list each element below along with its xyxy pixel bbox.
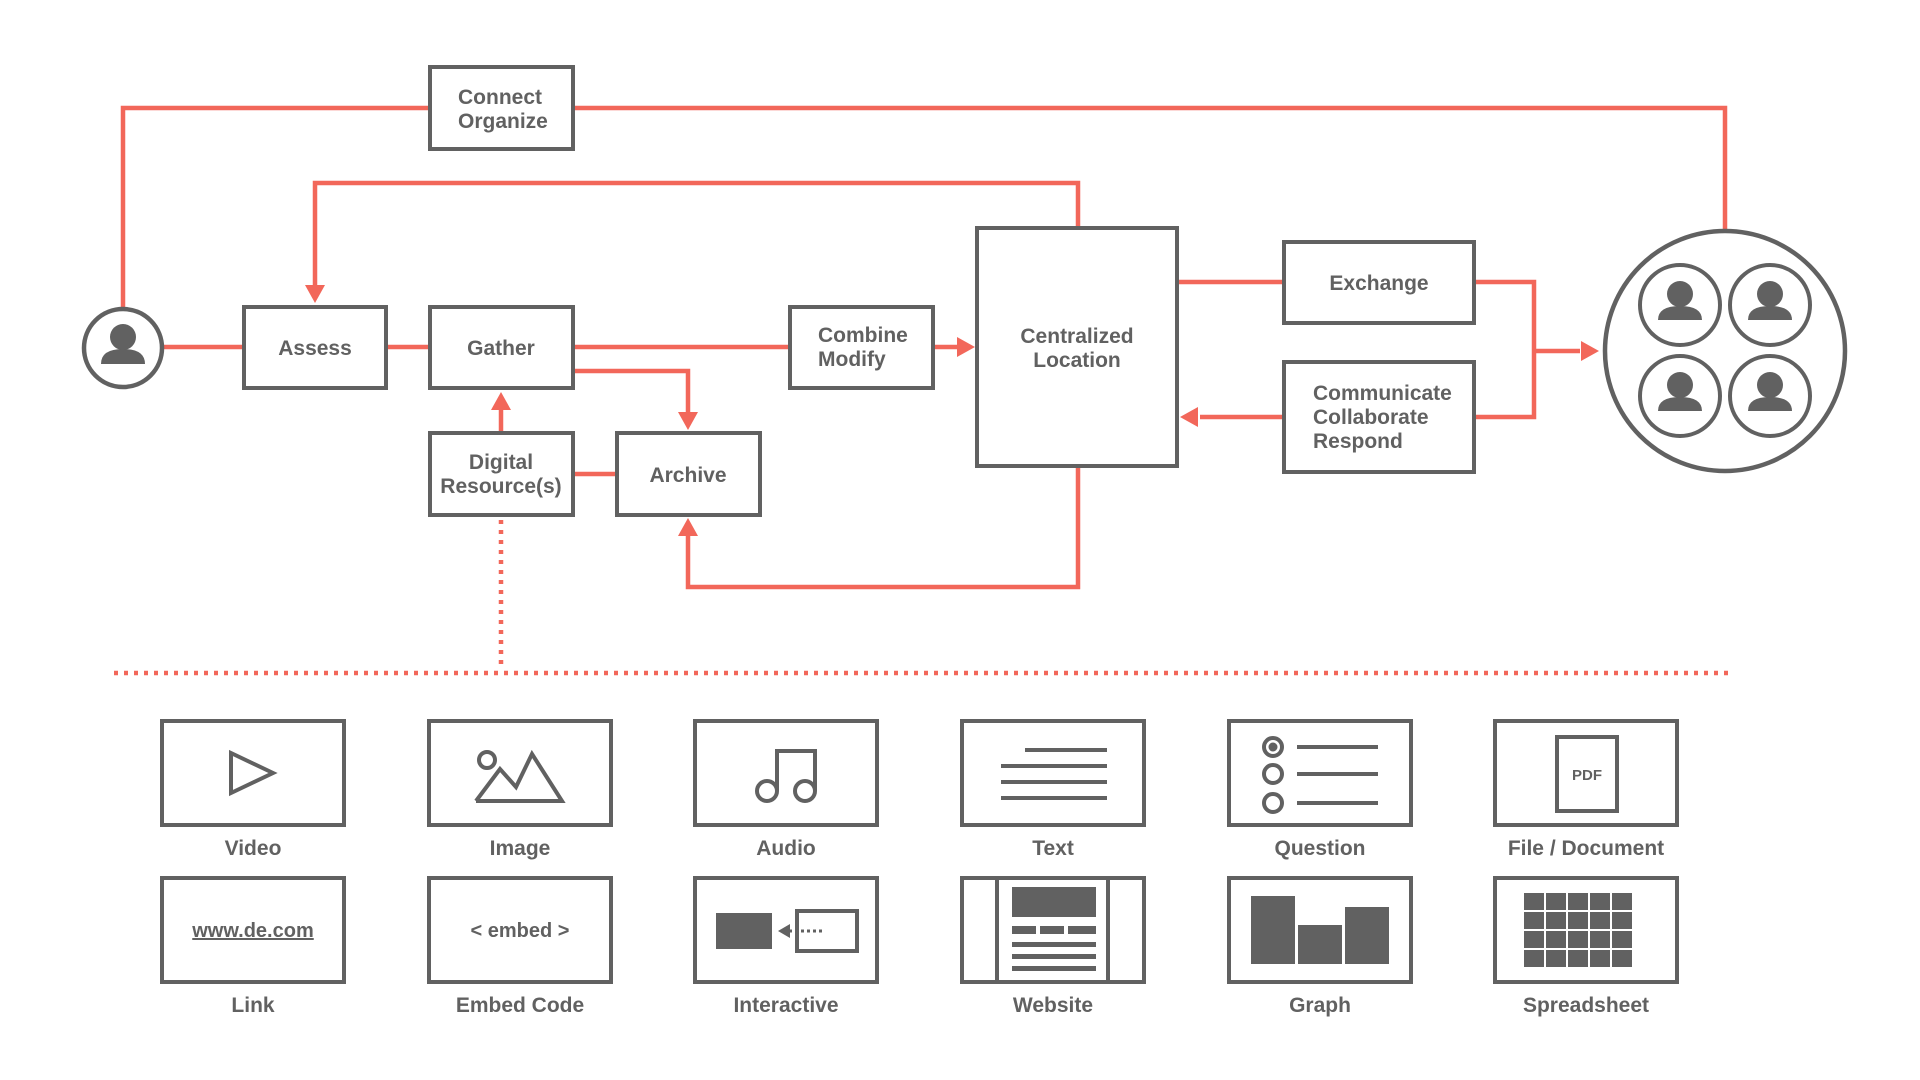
svg-text:Location: Location xyxy=(1033,349,1121,372)
radio-list-icon xyxy=(1262,736,1378,814)
spreadsheet-cell xyxy=(1524,893,1544,910)
svg-text:Spreadsheet: Spreadsheet xyxy=(1523,994,1649,1017)
svg-text:Digital: Digital xyxy=(469,451,533,474)
svg-text:Image: Image xyxy=(490,837,551,860)
group-member-icon xyxy=(1728,354,1812,438)
svg-text:Assess: Assess xyxy=(278,337,352,360)
combine-modify-box: Combine Modify xyxy=(788,305,935,390)
svg-text:Centralized: Centralized xyxy=(1020,325,1133,348)
group-member-icon xyxy=(1638,354,1722,438)
interactive-icon xyxy=(716,909,859,953)
pdf-icon: PDF xyxy=(1555,735,1619,813)
spreadsheet-icon xyxy=(1524,893,1632,967)
resource-website: Website xyxy=(960,876,1146,1017)
resource-graph: Graph xyxy=(1227,876,1413,1017)
arrowheads xyxy=(305,285,1599,536)
digital-resources-box: Digital Resource(s) xyxy=(428,431,575,517)
svg-text:File / Document: File / Document xyxy=(1508,837,1664,860)
exchange-box: Exchange xyxy=(1282,240,1476,325)
resource-embed-code: < embed > Embed Code xyxy=(427,876,613,1017)
spreadsheet-cell xyxy=(1612,931,1632,948)
svg-text:Exchange: Exchange xyxy=(1329,272,1428,295)
svg-text:Archive: Archive xyxy=(649,464,726,487)
spreadsheet-cell xyxy=(1546,931,1566,948)
spreadsheet-cell xyxy=(1524,950,1544,967)
resource-video: Video xyxy=(160,719,346,860)
svg-text:Organize: Organize xyxy=(458,110,548,133)
resource-file-document: PDF File / Document xyxy=(1493,719,1679,860)
spreadsheet-cell xyxy=(1546,950,1566,967)
resource-question: Question xyxy=(1227,719,1413,860)
svg-text:Resource(s): Resource(s) xyxy=(440,475,561,498)
svg-text:Respond: Respond xyxy=(1313,430,1403,453)
website-icon xyxy=(995,878,1110,982)
gather-box: Gather xyxy=(428,305,575,390)
resource-audio: Audio xyxy=(693,719,879,860)
spreadsheet-cell xyxy=(1546,893,1566,910)
svg-text:Connect: Connect xyxy=(458,86,542,109)
embed-text-icon: < embed > xyxy=(471,920,570,942)
centralized-location-box: Centralized Location xyxy=(975,226,1179,468)
group-member-icon xyxy=(1728,263,1812,347)
svg-text:Graph: Graph xyxy=(1289,994,1351,1017)
spreadsheet-cell xyxy=(1590,931,1610,948)
resource-spreadsheet: Spreadsheet xyxy=(1493,876,1679,1017)
spreadsheet-cell xyxy=(1612,912,1632,929)
resource-interactive: Interactive xyxy=(693,876,879,1017)
svg-text:Embed Code: Embed Code xyxy=(456,994,584,1017)
spreadsheet-cell xyxy=(1568,893,1588,910)
group-member-icon xyxy=(1638,263,1722,347)
resource-text: Text xyxy=(960,719,1146,860)
text-lines-icon xyxy=(1001,748,1107,800)
svg-text:PDF: PDF xyxy=(1572,767,1602,784)
spreadsheet-cell xyxy=(1612,950,1632,967)
connect-organize-box: Connect Organize xyxy=(428,65,575,151)
music-note-icon xyxy=(755,749,817,803)
assess-box: Assess xyxy=(242,305,388,390)
spreadsheet-cell xyxy=(1590,893,1610,910)
svg-text:Link: Link xyxy=(231,994,274,1017)
spreadsheet-cell xyxy=(1546,912,1566,929)
spreadsheet-cell xyxy=(1524,912,1544,929)
svg-text:Modify: Modify xyxy=(818,348,886,371)
svg-text:Website: Website xyxy=(1013,994,1093,1017)
spreadsheet-cell xyxy=(1568,931,1588,948)
resource-image: Image xyxy=(427,719,613,860)
image-icon xyxy=(474,749,566,803)
spreadsheet-cell xyxy=(1568,912,1588,929)
svg-text:Audio: Audio xyxy=(756,837,815,860)
spreadsheet-cell xyxy=(1568,950,1588,967)
connector-lines xyxy=(114,105,1728,676)
svg-text:Video: Video xyxy=(225,837,282,860)
svg-text:Text: Text xyxy=(1032,837,1074,860)
play-icon xyxy=(229,749,278,797)
user-group-icon xyxy=(1602,228,1848,474)
svg-text:Collaborate: Collaborate xyxy=(1313,406,1429,429)
spreadsheet-cell xyxy=(1590,912,1610,929)
svg-text:Gather: Gather xyxy=(467,337,535,360)
spreadsheet-cell xyxy=(1590,950,1610,967)
svg-text:Question: Question xyxy=(1274,837,1365,860)
bar-graph-icon xyxy=(1251,896,1389,964)
spreadsheet-cell xyxy=(1612,893,1632,910)
spreadsheet-cell xyxy=(1524,931,1544,948)
link-text-icon: www.de.com xyxy=(191,920,314,942)
resource-link: www.de.com Link xyxy=(160,876,346,1017)
svg-text:Communicate: Communicate xyxy=(1313,382,1452,405)
svg-text:Combine: Combine xyxy=(818,324,908,347)
communicate-box: Communicate Collaborate Respond xyxy=(1282,360,1476,474)
archive-box: Archive xyxy=(615,431,762,517)
svg-text:Interactive: Interactive xyxy=(733,994,838,1017)
user-icon xyxy=(81,306,165,390)
